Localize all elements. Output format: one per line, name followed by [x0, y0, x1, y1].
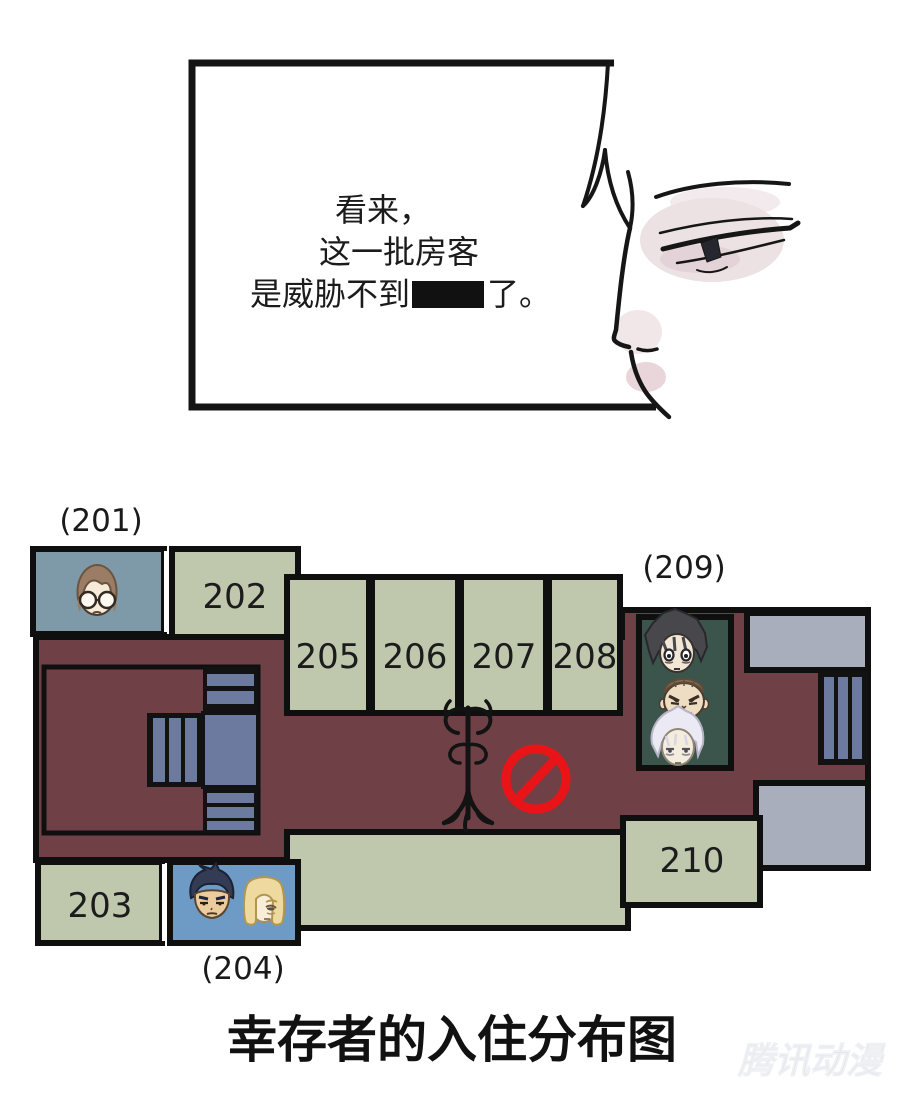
lower-lid-line [675, 238, 786, 265]
room-203-number: 203 [68, 886, 133, 926]
label-room-209: (209) [642, 550, 725, 586]
caption-title: 幸存者的入住分布图 [227, 1011, 677, 1069]
room-207 [458, 574, 549, 716]
gray-area-bottom [753, 780, 871, 871]
resident-face-204-right [242, 876, 286, 926]
eyelid-fold-line [658, 217, 794, 235]
glasses-left-lens [78, 590, 98, 610]
room-row-205-208: 205 206 207 208 [284, 574, 623, 716]
resident-face-209-bottom [650, 704, 705, 766]
dialogue-line-2: 这一批房客 [319, 233, 479, 271]
speech-bubble-border [188, 59, 656, 411]
room-210 [620, 815, 763, 908]
dialogue-line-1: 看来， [335, 191, 431, 229]
prohibition-icon [501, 744, 571, 814]
coat-stand-icon [441, 699, 495, 833]
chin-line [628, 349, 672, 420]
resident-face-201 [76, 563, 118, 616]
room-210-number: 210 [660, 841, 725, 881]
staircase-right [818, 671, 868, 765]
room-202-number: 202 [203, 577, 268, 617]
hair-strand-second [603, 148, 632, 230]
room-205 [284, 574, 372, 716]
resident-face-209-top [643, 607, 709, 673]
room-203 [35, 859, 165, 946]
hair-strand-front [581, 61, 610, 208]
under-eye-line [696, 266, 728, 274]
censor-box [412, 281, 484, 308]
dialogue-text: 看来， 这一批房客 是威胁不到 了。 [250, 191, 551, 313]
room-206 [369, 574, 461, 716]
watermark-text: 腾讯动漫 [736, 1040, 891, 1082]
room-divider-201-202 [164, 551, 172, 632]
nose-line [611, 225, 633, 350]
room-205-number: 205 [296, 637, 361, 677]
upper-lash-line [660, 220, 801, 252]
eyebrow-line [654, 180, 791, 199]
resident-face-204-left [189, 861, 235, 920]
glasses-right-lens [97, 590, 117, 610]
room-202 [169, 546, 301, 640]
bottom-hall [284, 829, 631, 931]
dialogue-line-3-pre: 是威胁不到 [250, 275, 410, 313]
label-room-204: (204) [201, 951, 284, 987]
staircase-left [147, 667, 260, 833]
room-206-number: 206 [383, 637, 448, 677]
label-room-201: (201) [59, 503, 142, 539]
room-208 [546, 574, 623, 716]
iris [700, 236, 722, 263]
profile-face [581, 61, 801, 420]
room-208-number: 208 [553, 637, 618, 677]
room-207-number: 207 [472, 637, 537, 677]
gray-area-top [744, 610, 871, 673]
mouth-line [636, 347, 659, 353]
dialogue-line-3-post: 了。 [487, 275, 551, 313]
room-divider-203-204 [162, 864, 170, 941]
watermark-logo: 腾讯动漫 [735, 1039, 891, 1082]
